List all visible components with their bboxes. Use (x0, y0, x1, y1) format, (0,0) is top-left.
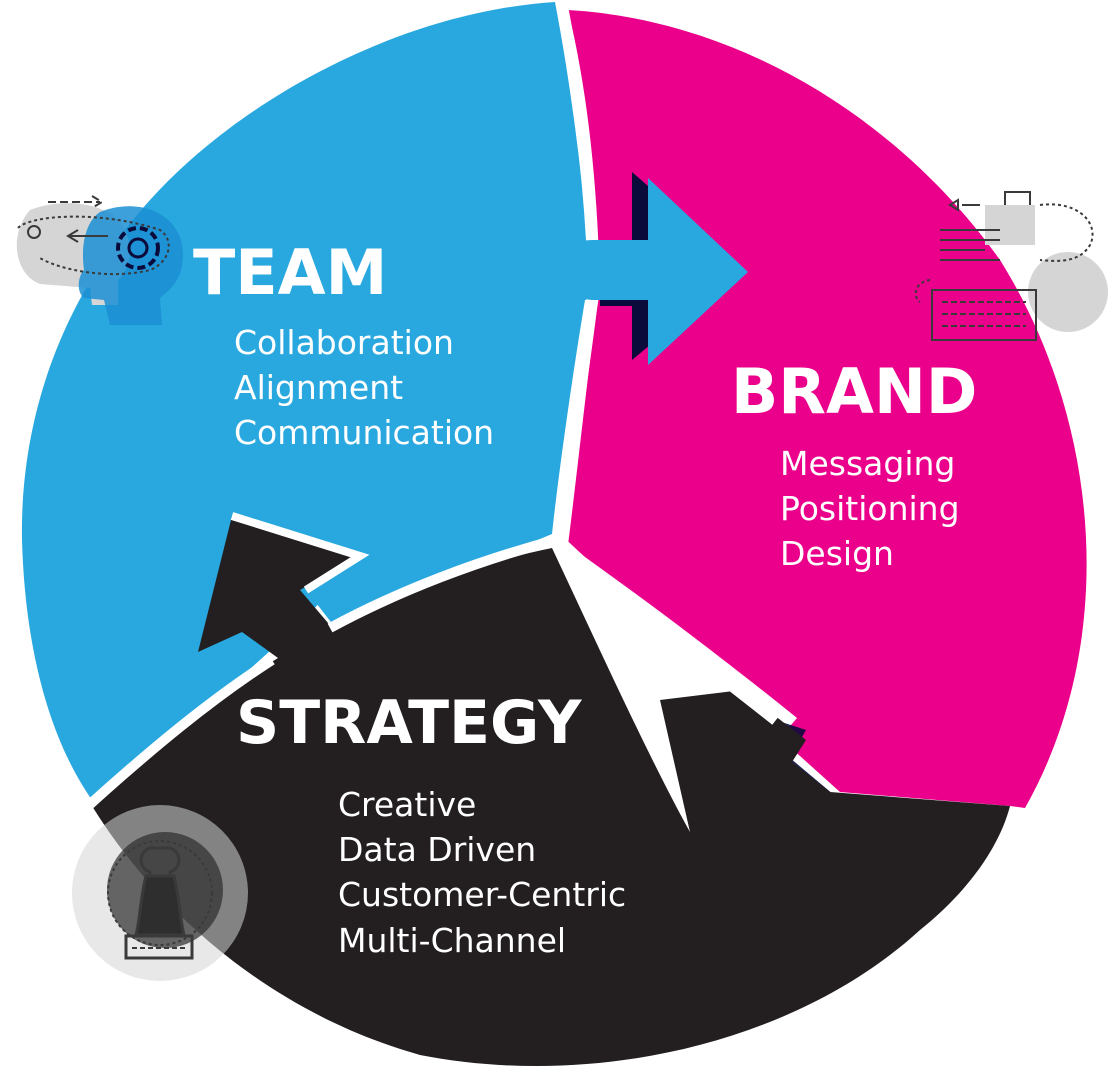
brand-title: BRAND (731, 355, 977, 428)
team-item-1: Collaboration (234, 323, 454, 362)
strategy-item-1: Creative (338, 785, 476, 824)
strategy-item-3: Customer-Centric (338, 875, 626, 914)
strategy-title: STRATEGY (236, 688, 583, 758)
strategy-arrow-edge (230, 512, 370, 594)
chess-bishop-icon (72, 805, 248, 981)
team-item-2: Alignment (234, 368, 403, 407)
team-title: TEAM (193, 236, 387, 309)
team-arc (21, 2, 748, 800)
strategy-arc (92, 516, 1010, 1067)
team-item-3: Communication (234, 413, 494, 452)
separator-team-brand (552, 4, 598, 541)
team-segment (21, 2, 748, 800)
strategy-item-4: Multi-Channel (338, 921, 566, 960)
gear-head-icon (16, 195, 184, 325)
document-keyboard-icon (914, 191, 1108, 341)
brand-item-3: Design (780, 534, 894, 573)
separator-strategy-arrow (327, 535, 558, 633)
strategy-segment (92, 512, 1010, 1067)
brand-item-1: Messaging (780, 444, 955, 483)
separator-brand-strategy (553, 535, 780, 725)
brand-item-2: Positioning (780, 489, 960, 528)
strategy-item-2: Data Driven (338, 830, 536, 869)
separator-team-strategy (82, 655, 275, 812)
